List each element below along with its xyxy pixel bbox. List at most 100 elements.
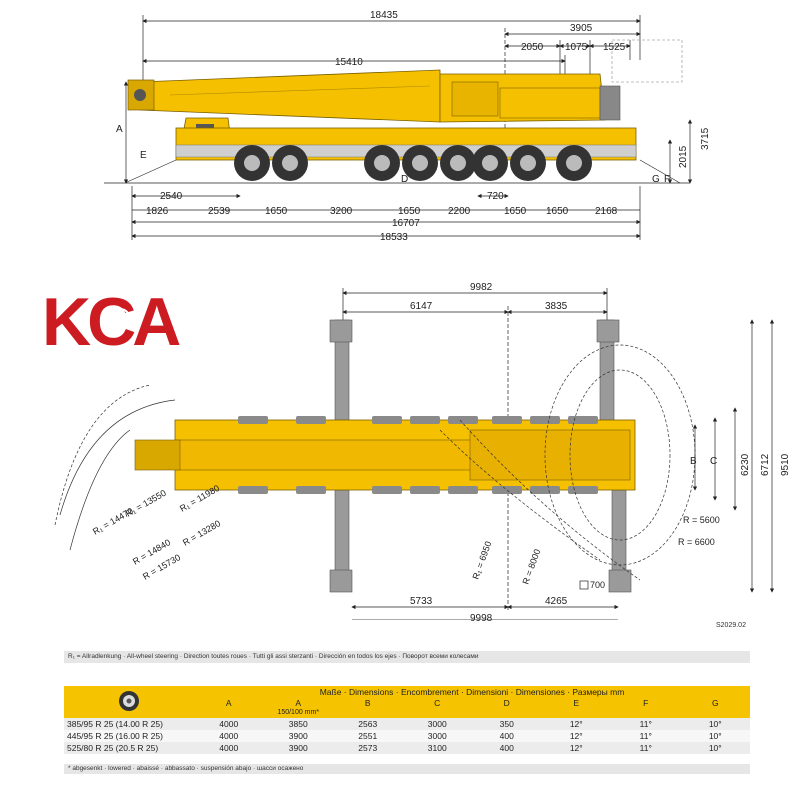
plan-tire [492, 416, 522, 424]
plan-tire [238, 486, 268, 494]
axle-spacing-label: 1650 [504, 206, 527, 217]
table-cell: 3100 [402, 742, 472, 754]
col-e: E [541, 697, 611, 709]
table-cell: 2551 [333, 730, 403, 742]
table-cell: 4000 [194, 742, 264, 754]
radius-label: R₁ = 14470 [91, 506, 135, 537]
plan-tire [530, 486, 560, 494]
dim-letter-a: A [116, 124, 123, 135]
dim-plan-6230: 6230 [740, 453, 751, 476]
logo-text: KCA [42, 285, 180, 355]
table-cell: 3000 [402, 730, 472, 742]
plan-letter-c: C [710, 456, 717, 467]
radius-label: R = 8000 [520, 548, 542, 586]
side-wheels [234, 145, 592, 181]
tire-size: 445/95 R 25 (16.00 R 25) [64, 730, 194, 742]
plan-tire [372, 416, 402, 424]
dim-plan-top-left: 6147 [410, 301, 433, 312]
col-c: C [402, 697, 472, 709]
table-cell: 400 [472, 730, 542, 742]
plan-tire [568, 416, 598, 424]
table-cell: 4000 [194, 730, 264, 742]
wheel-hub [412, 155, 428, 171]
drawing-code: S2029.02 [716, 622, 746, 629]
outriggers [329, 319, 632, 593]
axle-spacing-label: 2200 [448, 206, 471, 217]
tire-icon [119, 691, 139, 711]
pad-size: 700 [590, 580, 605, 590]
axle-spacing-label: 1826 [146, 206, 169, 217]
dim-rear: 3905 [570, 23, 593, 34]
dim-total-18533: 18533 [380, 232, 408, 243]
dim-plan-top-total: 9982 [470, 282, 493, 293]
dim-r1: 2050 [521, 42, 544, 53]
dim-r3: 1525 [603, 42, 626, 53]
table-cell: 350 [472, 718, 542, 730]
plan-tire [296, 416, 326, 424]
col-a-lowered: A [263, 697, 333, 709]
table-cell: 11° [611, 730, 681, 742]
table-cell: 11° [611, 742, 681, 754]
radius-label: R = 6600 [678, 537, 715, 547]
table-cell: 2573 [333, 742, 403, 754]
plan-tire [372, 486, 402, 494]
dim-plan-bottom-left: 5733 [410, 596, 433, 607]
plan-tire [410, 416, 440, 424]
dim-plan-9510: 9510 [780, 453, 791, 476]
plan-tire [410, 486, 440, 494]
col-a-sub: 150/100 mm* [263, 709, 333, 718]
axle-spacing-label: 2539 [208, 206, 231, 217]
table-title: Maße · Dimensions · Encombrement · Dimen… [194, 686, 750, 697]
steering-legend: R₁ = Allradlenkung · All-wheel steering … [64, 651, 750, 663]
dim-r2: 1075 [565, 42, 588, 53]
crane-boom [127, 69, 441, 123]
dim-total-16707: 16707 [392, 218, 420, 229]
tire-size: 385/95 R 25 (14.00 R 25) [64, 718, 194, 730]
plan-tire [568, 486, 598, 494]
col-b: B [333, 697, 403, 709]
table-cell: 3000 [402, 718, 472, 730]
axle-spacing-label: 1650 [398, 206, 421, 217]
kca-logo: KCA [42, 285, 184, 355]
hook-icon [109, 308, 131, 330]
col-a: A [194, 697, 264, 709]
dim-720: 720 [487, 191, 504, 202]
dim-letter-e: E [140, 150, 147, 161]
wheel-hub [520, 155, 536, 171]
table-cell: 12° [541, 718, 611, 730]
dim-axle-height: 2015 [678, 145, 689, 168]
plan-tire [448, 486, 478, 494]
wheel-icon-cell [64, 686, 194, 718]
axle-spacing-label: 3200 [330, 206, 353, 217]
dim-letter-g: G [652, 174, 660, 185]
plan-chassis [134, 419, 636, 491]
dimensions-table: Maße · Dimensions · Encombrement · Dimen… [64, 686, 750, 754]
radius-label: R = 13280 [181, 518, 222, 548]
col-d: D [472, 697, 542, 709]
col-g: G [680, 697, 750, 709]
col-f: F [611, 697, 681, 709]
plan-tires [238, 416, 598, 494]
table-cell: 11° [611, 718, 681, 730]
plan-tire [238, 416, 268, 424]
table-cell: 2563 [333, 718, 403, 730]
table-cell: 12° [541, 742, 611, 754]
crane-superstructure [439, 73, 621, 123]
axle-spacing-label: 1650 [546, 206, 569, 217]
table-footnote: * abgesenkt · lowered · abaissé · abbass… [64, 764, 750, 774]
wheel-hub [482, 155, 498, 171]
table-cell: 10° [680, 718, 750, 730]
table-cell: 3850 [263, 718, 333, 730]
dim-plan-6712: 6712 [760, 453, 771, 476]
radius-label: R₁ = 6950 [470, 540, 493, 581]
dim-letter-d: D [401, 174, 408, 185]
wheel-hub [282, 155, 298, 171]
counterweight-outline [611, 39, 683, 83]
table-cell: 12° [541, 730, 611, 742]
tire-size: 525/80 R 25 (20.5 R 25) [64, 742, 194, 754]
dim-boom: 15410 [335, 57, 363, 68]
dim-plan-bottom-right: 4265 [545, 596, 568, 607]
